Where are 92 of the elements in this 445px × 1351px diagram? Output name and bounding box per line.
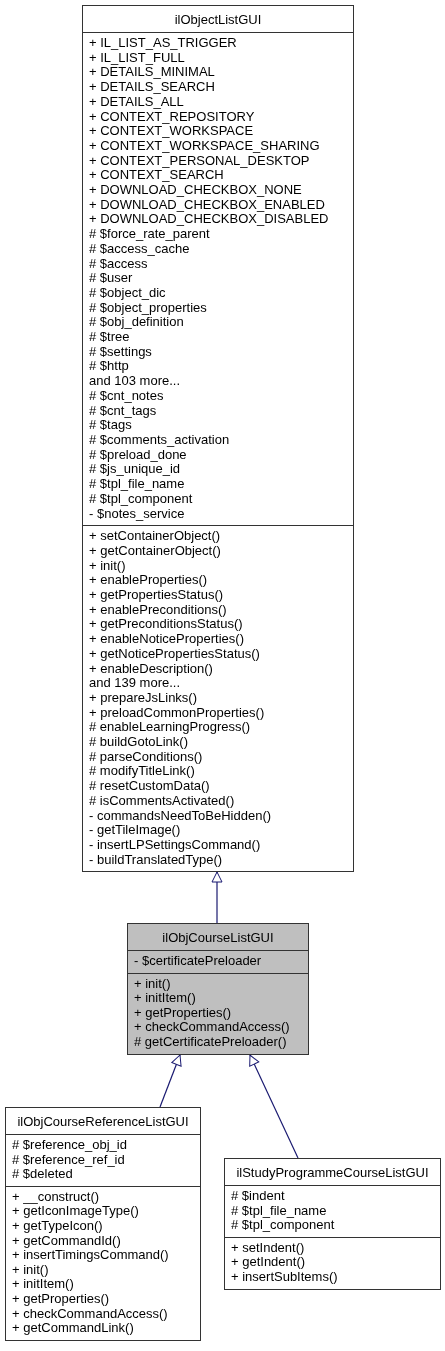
member-text: + getContainerObject() [89,543,222,559]
member-text: + getProperties() [12,1291,111,1307]
member-text: # isCommentsActivated() [89,793,236,809]
member-text: # $settings [89,344,153,360]
member-text: + DOWNLOAD_CHECKBOX_ENABLED [89,197,326,213]
member-text: + getProperties() [134,1005,233,1021]
member-text: + CONTEXT_WORKSPACE [89,124,255,139]
member-text: + enableDescription() [89,661,213,677]
member-text: + __construct() [12,1189,101,1205]
member-text: + getNoticePropertiesStatus() [89,646,261,662]
member-text: # $tpl_component [89,491,194,507]
member-text: and 103 more... [89,374,182,389]
member-text: - $certificatePreloader [134,954,263,969]
member-text: # modifyTitleLink() [89,764,195,780]
class-name: ilObjCourseListGUI [161,929,275,947]
member-text: - buildTranslatedType() [89,852,223,868]
member-text: + init() [12,1262,49,1278]
member-text: # $cnt_notes [89,388,165,404]
class-box [224,1158,441,1290]
member-text: + CONTEXT_WORKSPACE_SHARING [89,138,321,154]
member-text: + DETAILS_ALL [89,94,184,110]
member-text: + setContainerObject() [89,529,222,544]
member-text: # buildGotoLink() [89,735,189,750]
member-text: + getPropertiesStatus() [89,588,225,603]
member-text: + init() [89,558,126,574]
member-text: + getIndent() [231,1255,307,1270]
member-text: # $tpl_file_name [231,1203,328,1219]
class-name: ilObjectListGUI [173,11,263,29]
member-text: + insertSubItems() [231,1269,339,1285]
member-text: + getCommandId() [12,1233,122,1249]
member-text: + getCommandLink() [12,1321,134,1336]
member-text: # $comments_activation [89,433,231,448]
member-text: and 139 more... [89,676,181,691]
member-text: + CONTEXT_SEARCH [89,168,224,184]
class-box [127,923,309,1055]
member-text: + DOWNLOAD_CHECKBOX_NONE [89,183,303,198]
member-text: + prepareJsLinks() [89,690,199,706]
member-text: # $tpl_component [231,1218,336,1233]
member-text: + setIndent() [231,1240,306,1256]
member-text: + IL_LIST_FULL [89,50,185,66]
class-name: ilObjCourseReferenceListGUI [16,1113,190,1131]
member-text: # $http [89,359,129,375]
member-text: # $object_dic [89,285,167,301]
member-text: # $js_unique_id [89,462,181,478]
member-text: - insertLPSettingsCommand() [89,837,262,853]
member-text: # getCertificatePreloader() [134,1034,287,1050]
inheritance-arrow [159,1054,182,1108]
member-text: + insertTimingsCommand() [12,1248,170,1263]
member-text: + init() [134,976,172,992]
class-box [5,1107,201,1341]
member-text: # $access_cache [89,241,190,257]
member-text: # $indent [231,1189,286,1204]
member-text: # $access [89,256,148,272]
member-text: # $tags [89,418,132,433]
class-name: ilStudyProgrammeCourseListGUI [235,1164,430,1182]
member-text: + DOWNLOAD_CHECKBOX_DISABLED [89,212,330,228]
member-text: + CONTEXT_REPOSITORY [89,109,256,125]
member-text: # $reference_ref_id [12,1152,125,1168]
member-text: + enablePreconditions() [89,602,228,618]
member-text: # $reference_obj_id [12,1138,128,1153]
inheritance-arrow [211,871,223,924]
member-text: # $tree [89,330,131,345]
member-text: - getTileImage() [89,823,181,838]
member-text: # $tpl_file_name [89,477,186,492]
member-text: + checkCommandAccess() [12,1306,169,1322]
member-text: + enableProperties() [89,573,209,588]
member-text: # enableLearningProgress() [89,720,251,736]
member-text: + IL_LIST_AS_TRIGGER [89,36,238,51]
member-text: + preloadCommonProperties() [89,705,266,721]
member-text: # $object_properties [89,300,208,316]
class-box [82,5,354,873]
member-text: + getPreconditionsStatus() [89,617,244,633]
member-text: + CONTEXT_PERSONAL_DESKTOP [89,153,310,169]
inheritance-arrow [249,1054,299,1159]
member-text: # parseConditions() [89,749,204,765]
member-text: + initItem() [134,991,197,1006]
member-text: + getTypeIcon() [12,1218,103,1234]
member-text: # $force_rate_parent [89,227,211,242]
member-text: - $notes_service [89,506,185,522]
member-text: # $preload_done [89,447,187,463]
member-text: # $user [89,271,134,286]
member-text: + DETAILS_SEARCH [89,80,216,95]
member-text: + enableNoticeProperties() [89,632,245,647]
member-text: + checkCommandAccess() [134,1020,291,1035]
member-text: + getIconImageType() [12,1204,140,1219]
member-text: + initItem() [12,1277,75,1292]
member-text: # resetCustomData() [89,779,211,794]
member-text: - commandsNeedToBeHidden() [89,808,273,824]
member-text: + DETAILS_MINIMAL [89,65,216,81]
member-text: # $deleted [12,1167,73,1182]
member-text: # $cnt_tags [89,403,157,419]
member-text: # $obj_definition [89,315,184,331]
